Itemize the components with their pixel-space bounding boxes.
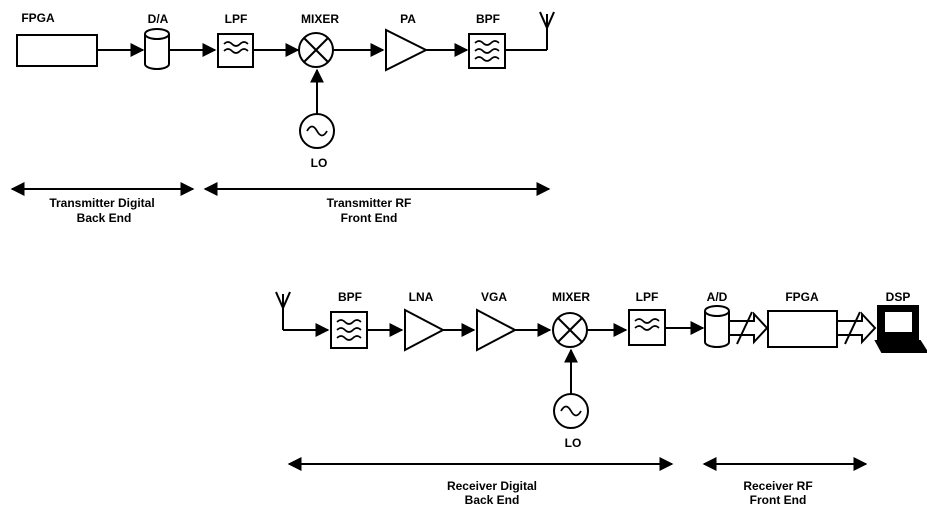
tx-pa-label: PA (400, 12, 416, 26)
tx-da-label: D/A (148, 12, 169, 26)
tx-bpf-block (468, 33, 506, 69)
tx-lpf-label: LPF (225, 12, 248, 26)
tx-digital-label-line1: Transmitter Digital (49, 196, 154, 210)
tx-mixer-block (298, 32, 334, 68)
tx-pa-block (385, 28, 429, 72)
rx-rf-label-line1: Receiver RF (743, 479, 812, 493)
rx-digital-label-line2: Back End (465, 493, 520, 506)
transmitter-chain (10, 11, 555, 196)
dsp-laptop-icon (874, 305, 927, 353)
tx-bpf-label: BPF (476, 12, 500, 26)
rx-ad-block (704, 305, 730, 348)
tx-antenna-icon (539, 11, 555, 50)
tx-lpf-block (217, 33, 254, 68)
rx-fpga-label: FPGA (785, 290, 819, 304)
rx-rf-label-line2: Front End (750, 493, 807, 506)
rx-mixer-label: MIXER (552, 290, 590, 304)
rx-lna-label: LNA (409, 290, 434, 304)
tx-mixer-label: MIXER (301, 12, 339, 26)
tx-rf-label-line2: Front End (341, 211, 398, 225)
rx-ad-to-fpga-bus-arrow (728, 311, 769, 345)
tx-rf-label-line1: Transmitter RF (327, 196, 412, 210)
tx-fpga-label: FPGA (21, 11, 55, 25)
rx-mixer-block (552, 312, 588, 348)
rx-lna-block (404, 308, 446, 352)
tx-digital-label-line2: Back End (77, 211, 132, 225)
tx-fpga-block (16, 34, 98, 67)
rx-lo-oscillator (553, 393, 589, 429)
rx-lpf-label: LPF (636, 290, 659, 304)
rx-fpga-to-dsp-bus-arrow (836, 311, 877, 345)
rx-lpf-block (628, 309, 666, 346)
rx-ad-label: A/D (707, 290, 728, 304)
rx-vga-label: VGA (481, 290, 507, 304)
tx-da-block (144, 28, 170, 70)
receiver-chain (275, 291, 927, 471)
tx-lo-label: LO (311, 156, 328, 170)
tx-lo-oscillator (299, 113, 335, 149)
rx-fpga-block (767, 310, 838, 348)
rx-bpf-label: BPF (338, 290, 362, 304)
rx-dsp-label: DSP (886, 290, 911, 304)
rx-bpf-block (330, 311, 368, 349)
rx-antenna-icon (275, 291, 291, 330)
rx-vga-block (476, 308, 518, 352)
rx-lo-label: LO (565, 436, 582, 450)
rx-digital-label-line1: Receiver Digital (447, 479, 537, 493)
